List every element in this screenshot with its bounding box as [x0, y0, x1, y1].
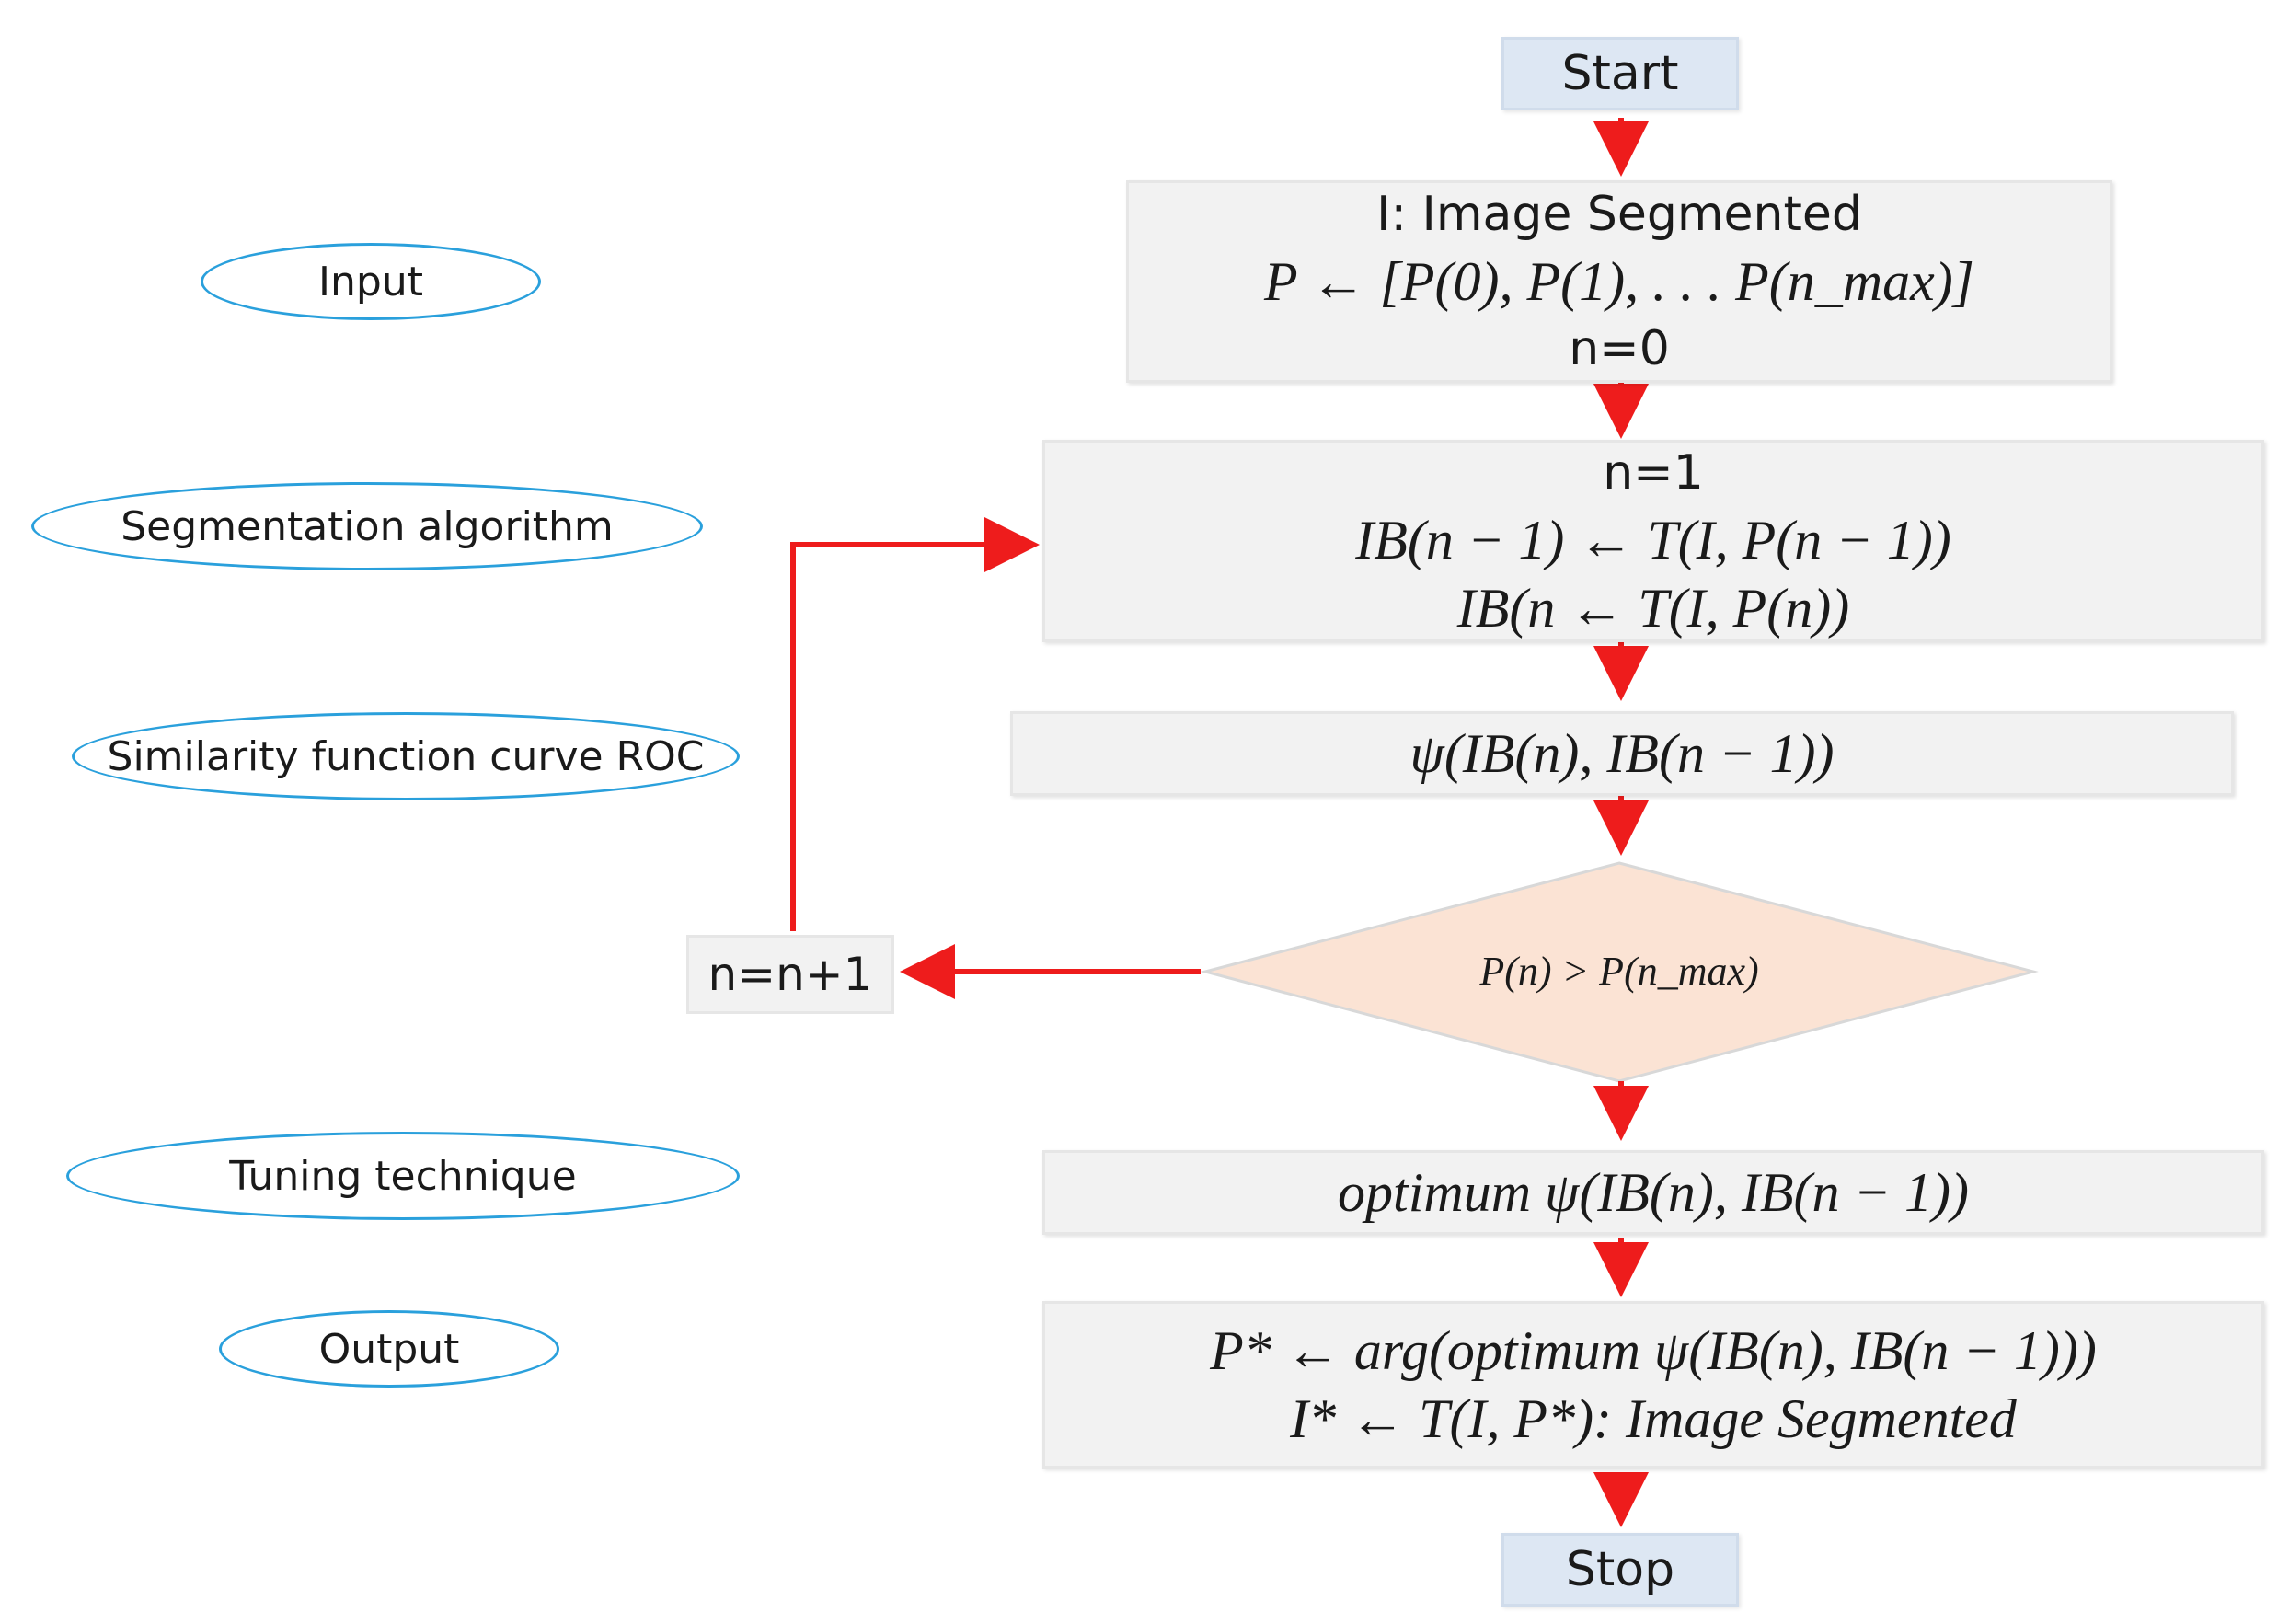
similarity-box: ψ(IB(n), IB(n − 1)) [1010, 711, 2234, 796]
output-box-line1: P* ← arg(optimum ψ(IB(n), IB(n − 1))) [1210, 1320, 2097, 1381]
tuning-box: optimum ψ(IB(n), IB(n − 1)) [1042, 1150, 2264, 1235]
similarity-box-text: ψ(IB(n), IB(n − 1)) [1409, 723, 1835, 784]
seg-box-line3: IB(n ← T(I, P(n)) [1456, 578, 1850, 639]
tuning-box-text: optimum ψ(IB(n), IB(n − 1)) [1338, 1162, 1969, 1223]
decision-label: P(n) > P(n_max) [1251, 942, 1987, 1001]
input-box-line3: n=0 [1569, 321, 1670, 376]
output-box: P* ← arg(optimum ψ(IB(n), IB(n − 1))) I*… [1042, 1301, 2264, 1469]
stop-node: Stop [1501, 1533, 1739, 1607]
legend-output: Output [219, 1310, 559, 1388]
legend-segmentation-algorithm: Segmentation algorithm [31, 482, 703, 570]
seg-box-line2: IB(n − 1) ← T(I, P(n − 1)) [1355, 510, 1951, 570]
input-box: I: Image Segmented P ← [P(0), P(1), . . … [1126, 180, 2112, 383]
arrow-increment-to-seg [790, 517, 1040, 931]
legend-input-label: Input [318, 258, 423, 305]
legend-segmentation-label: Segmentation algorithm [121, 502, 614, 550]
stop-label: Stop [1565, 1542, 1675, 1597]
increment-box: n=n+1 [686, 935, 894, 1014]
increment-text: n=n+1 [707, 948, 873, 1001]
decision-text: P(n) > P(n_max) [1479, 949, 1759, 994]
legend-output-label: Output [318, 1325, 460, 1373]
legend-similarity-function: Similarity function curve ROC [72, 712, 740, 800]
segmentation-box: n=1 IB(n − 1) ← T(I, P(n − 1)) IB(n ← T(… [1042, 440, 2264, 642]
legend-similarity-label: Similarity function curve ROC [107, 732, 705, 780]
input-box-line2: P ← [P(0), P(1), . . . P(n_max)] [1263, 251, 1975, 312]
seg-box-line1: n=1 [1603, 445, 1704, 501]
input-box-line1: I: Image Segmented [1376, 187, 1862, 242]
legend-tuning-label: Tuning technique [229, 1152, 577, 1200]
legend-input: Input [201, 243, 541, 320]
output-box-line2: I* ← T(I, P*): Image Segmented [1290, 1388, 2017, 1449]
legend-tuning-technique: Tuning technique [66, 1132, 740, 1220]
start-label: Start [1561, 46, 1679, 101]
start-node: Start [1501, 37, 1739, 110]
